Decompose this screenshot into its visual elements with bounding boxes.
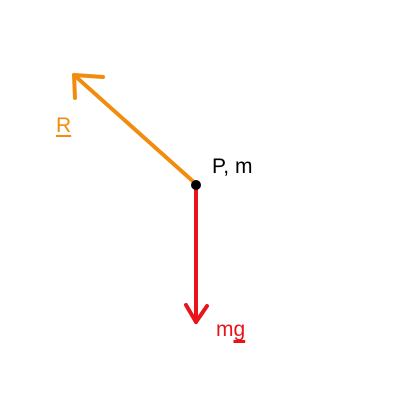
reaction-force-arrow [72, 73, 198, 186]
weight-force-arrow [184, 184, 209, 324]
weight-arrow-head [184, 303, 209, 324]
particle-point [191, 180, 201, 190]
gravity-vector-symbol: g [233, 318, 246, 341]
weight-force-label: mg [216, 319, 245, 340]
reaction-arrow-head [72, 73, 105, 100]
reaction-arrow-shaft [72, 73, 198, 186]
particle-label: P, m [212, 155, 253, 178]
reaction-force-label: R [56, 114, 72, 137]
weight-mass-symbol: m [216, 318, 234, 341]
